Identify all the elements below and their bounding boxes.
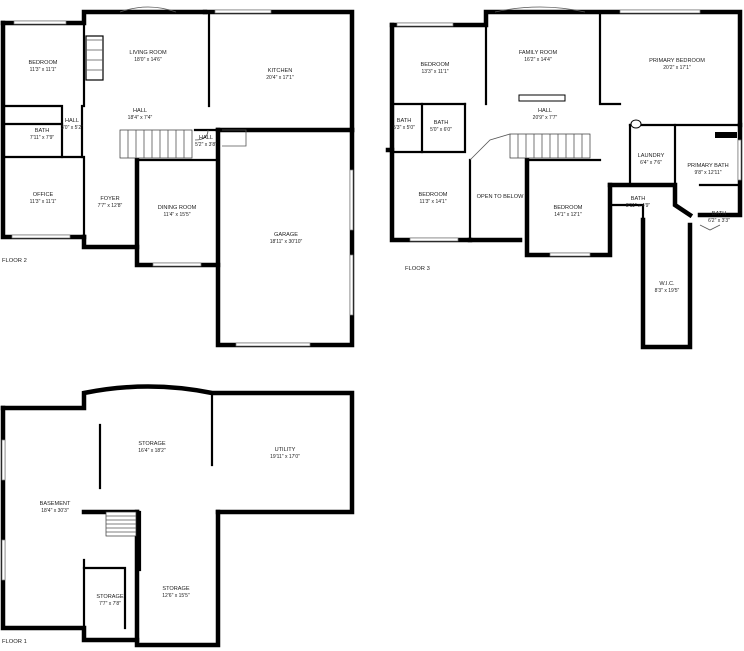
room-label: OFFICE (33, 192, 54, 198)
room-label: BEDROOM (554, 205, 583, 211)
room-label: BATH (397, 118, 412, 124)
room-dimension: 19'11" x 17'0" (270, 454, 300, 460)
room-label: UTILITY (275, 447, 296, 453)
room-dimension: 11'3" x 11'1" (30, 199, 57, 205)
room-label: BEDROOM (419, 192, 448, 198)
room-dimension: 13'3" x 11'1" (421, 69, 448, 75)
room-label: BATH (434, 120, 449, 126)
room-label: HALL (199, 135, 213, 141)
room-dimension: 6'4" x 7'6" (640, 160, 662, 166)
room-dimension: 18'4" x 30'3" (41, 508, 69, 514)
floor-1-plan (0, 384, 355, 648)
room-label: HALL (65, 118, 79, 124)
room-label: STORAGE (162, 586, 190, 592)
room-label: FOYER (100, 196, 119, 202)
room-dimension: 11'3" x 14'1" (419, 199, 446, 205)
floor-1-stairs (105, 511, 137, 537)
room-label: PRIMARY BATH (687, 163, 728, 169)
floor-1-title: FLOOR 1 (2, 639, 27, 645)
room-label: BATH (631, 196, 646, 202)
room-dimension: 5'3" x 5'0" (393, 125, 415, 131)
room-dimension: 18'0" x 14'6" (134, 57, 162, 63)
room-label: BEDROOM (421, 62, 450, 68)
room-label: HALL (538, 108, 552, 114)
room-label: FAMILY ROOM (519, 50, 558, 56)
room-dimension: 14'1" x 12'1" (554, 212, 582, 218)
room-dimension: 7'11" x 7'9" (30, 135, 54, 141)
room-label: BATH (712, 211, 727, 217)
room-label: LIVING ROOM (129, 50, 167, 56)
room-label: KITCHEN (268, 68, 293, 74)
room-dimension: 8'11" x 4'9" (626, 203, 650, 209)
room-label: STORAGE (138, 441, 166, 447)
floor-3-labels: BEDROOM 13'3" x 11'1" FAMILY ROOM 16'2" … (393, 50, 730, 294)
room-label: BASEMENT (40, 501, 71, 507)
room-dimension: 16'4" x 18'2" (138, 448, 166, 454)
room-label: LAUNDRY (638, 153, 665, 159)
room-label: DINING ROOM (158, 205, 197, 211)
floor-1-labels: STORAGE 16'4" x 18'2" UTILITY 19'11" x 1… (2, 441, 300, 645)
room-label: OPEN TO BELOW (477, 194, 524, 200)
room-dimension: 7'7" x 12'8" (98, 203, 123, 209)
room-dimension: 9'8" x 12'11" (694, 170, 721, 176)
floor-3-stairs (509, 133, 591, 159)
room-label: W.I.C. (659, 281, 675, 287)
room-label: BEDROOM (29, 60, 58, 66)
room-dimension: 12'6" x 15'5" (162, 593, 190, 599)
room-label: STORAGE (96, 594, 124, 600)
floor-2-plan (0, 6, 355, 348)
room-dimension: 7'7" x 7'8" (99, 601, 121, 607)
room-dimension: 3'0" x 5'2" (61, 125, 83, 131)
room-dimension: 6'2" x 3'3" (708, 218, 730, 224)
room-label: HALL (133, 108, 147, 114)
floor-3-plan (385, 6, 743, 350)
floor-2-title: FLOOR 2 (2, 258, 27, 264)
room-dimension: 18'4" x 7'4" (128, 115, 153, 121)
room-label: PRIMARY BEDROOM (649, 58, 705, 64)
room-label: BATH (35, 128, 50, 134)
room-dimension: 8'3" x 19'5" (655, 288, 680, 294)
room-dimension: 20'9" x 7'7" (533, 115, 558, 121)
room-dimension: 5'0" x 6'0" (430, 127, 452, 133)
room-dimension: 11'3" x 11'1" (30, 67, 57, 73)
floor-2-labels: BEDROOM 11'3" x 11'1" LIVING ROOM 18'0" … (2, 50, 303, 264)
room-dimension: 16'2" x 14'4" (524, 57, 552, 63)
room-dimension: 20'4" x 17'1" (266, 75, 294, 81)
room-dimension: 5'2" x 3'8" (195, 142, 217, 148)
room-label: GARAGE (274, 232, 298, 238)
room-dimension: 11'4" x 15'5" (163, 212, 190, 218)
room-dimension: 18'11" x 30'10" (270, 239, 303, 245)
floor-2-stairs (119, 129, 193, 159)
room-dimension: 20'2" x 17'1" (663, 65, 691, 71)
floor-3-title: FLOOR 3 (405, 266, 430, 272)
